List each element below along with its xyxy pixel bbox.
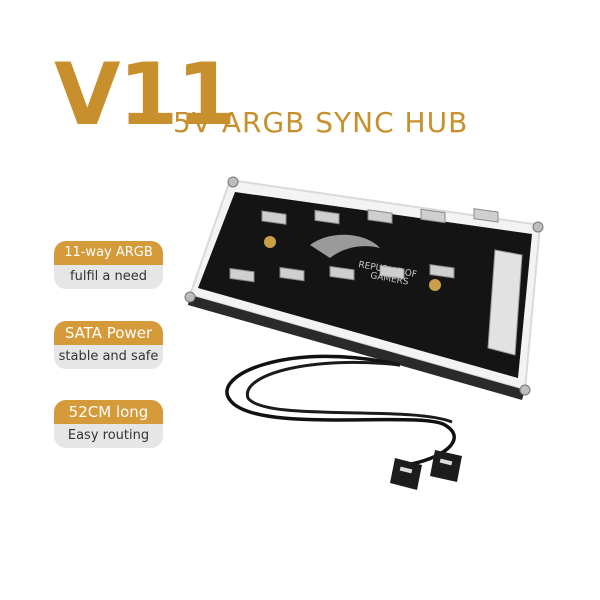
cable-connector-right <box>430 450 462 482</box>
corner-screws <box>184 176 544 396</box>
rog-logo-icon <box>310 234 380 258</box>
product-subtitle: 5V ARGB SYNC HUB <box>173 106 469 139</box>
connector-row-top <box>261 208 499 225</box>
pcb-board <box>198 192 532 378</box>
feature-badge-cable: 52CM long Easy routing <box>54 400 163 448</box>
feature-badge-argb: 11-way ARGB fulfil a need <box>54 241 163 289</box>
feature-detail: fulfil a need <box>54 265 163 289</box>
cable-connector-left <box>390 458 422 490</box>
argb-cable-2 <box>245 360 453 424</box>
capacitor <box>264 236 276 248</box>
feature-headline: 11-way ARGB <box>54 241 163 265</box>
feature-headline: SATA Power <box>54 321 163 345</box>
feature-detail: stable and safe <box>54 345 163 369</box>
capacitor <box>429 279 441 291</box>
feature-badge-sata: SATA Power stable and safe <box>54 321 163 369</box>
argb-cable <box>225 354 456 467</box>
connector-row-bottom <box>229 263 455 283</box>
sata-connector <box>487 249 523 356</box>
feature-detail: Easy routing <box>54 424 163 448</box>
product-model-title: V11 <box>54 45 236 145</box>
base-plate <box>188 295 525 400</box>
product-photo-hub: REPUBLIC OF GAMERS <box>184 176 544 490</box>
feature-headline: 52CM long <box>54 400 163 424</box>
